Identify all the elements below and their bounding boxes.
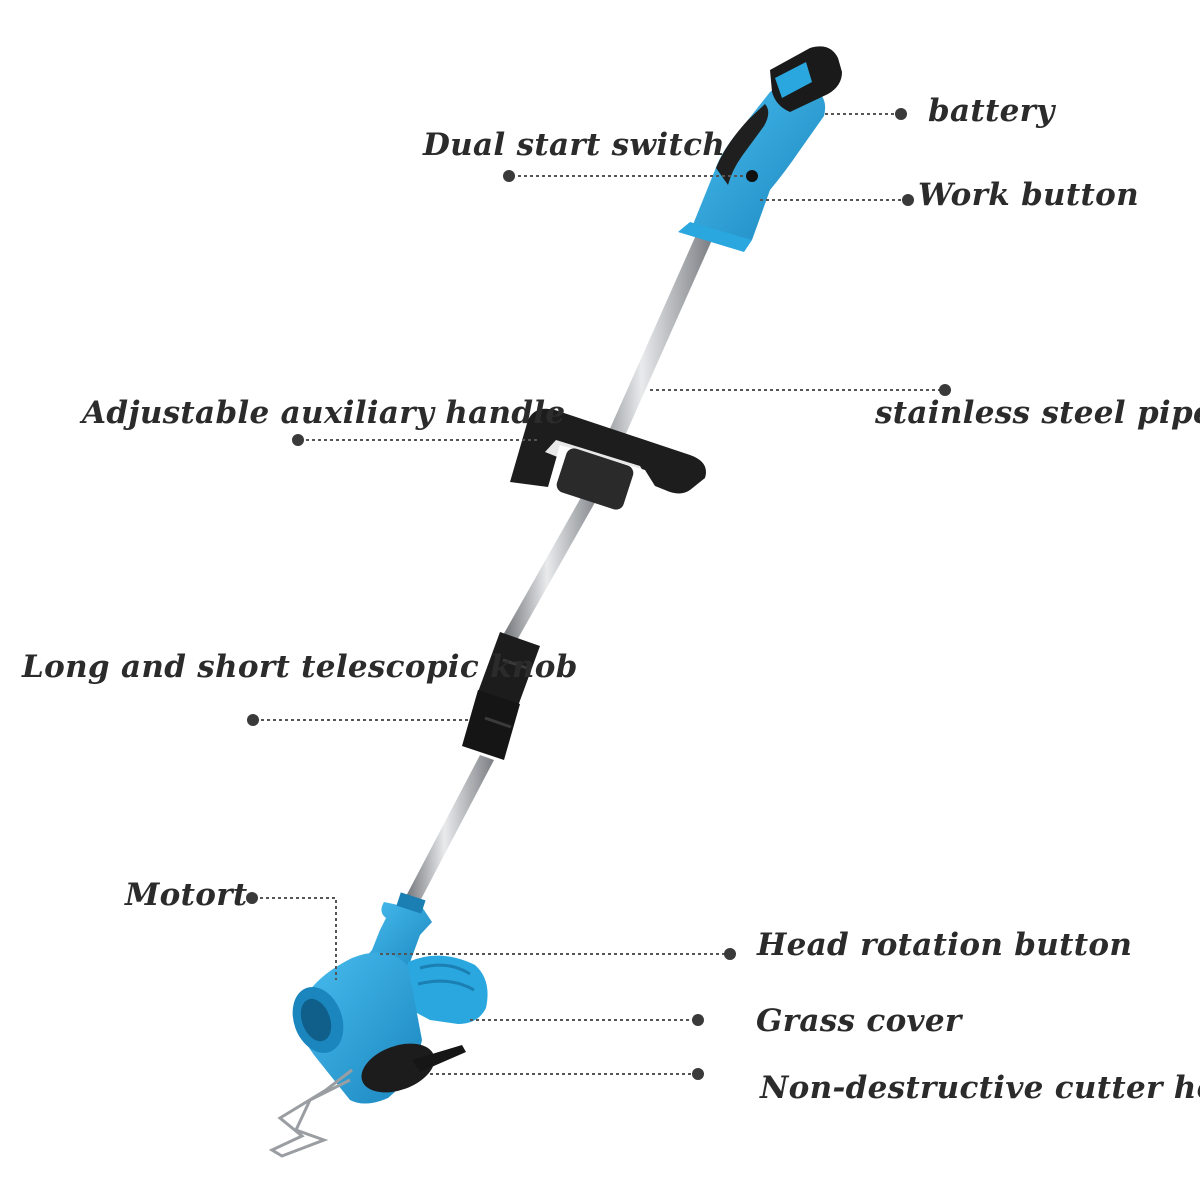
- dot-battery: [895, 108, 907, 120]
- label-head-rotation-button: Head rotation button: [757, 927, 1133, 963]
- steel-pipe-lower: [404, 755, 494, 905]
- dot-cutter: [692, 1068, 704, 1080]
- auxiliary-handle-shape: [510, 408, 706, 510]
- telescopic-knob-shape: [462, 632, 540, 760]
- steel-pipe-middle: [502, 485, 602, 642]
- dot-aux-handle: [292, 434, 304, 446]
- dot-head-rotation: [724, 948, 736, 960]
- dot-grass-cover: [692, 1014, 704, 1026]
- label-grass-cover: Grass cover: [756, 1003, 962, 1039]
- leader-dots: [246, 108, 951, 1080]
- dot-dual-switch: [503, 170, 515, 182]
- motor-head-shape: [268, 892, 488, 1158]
- label-dual-start-switch: Dual start switch: [423, 127, 726, 163]
- label-battery: battery: [928, 93, 1055, 129]
- label-work-button: Work button: [918, 177, 1139, 213]
- steel-pipe-upper: [584, 235, 712, 492]
- label-telescopic-knob: Long and short telescopic knob: [22, 649, 578, 685]
- label-auxiliary-handle: Adjustable auxiliary handle: [82, 395, 566, 431]
- dot-steel-pipe: [939, 384, 951, 396]
- label-steel-pipe: stainless steel pipe: [875, 395, 1200, 431]
- leader-motor: [254, 897, 337, 980]
- dot-motor: [246, 892, 258, 904]
- handle-body-shape: [678, 46, 842, 252]
- leader-lines: [254, 113, 942, 1075]
- dot-knob: [247, 714, 259, 726]
- label-cutter-head: Non-destructive cutter head: [760, 1070, 1200, 1106]
- dot-work-button: [902, 194, 914, 206]
- label-motor: Motort: [125, 877, 248, 913]
